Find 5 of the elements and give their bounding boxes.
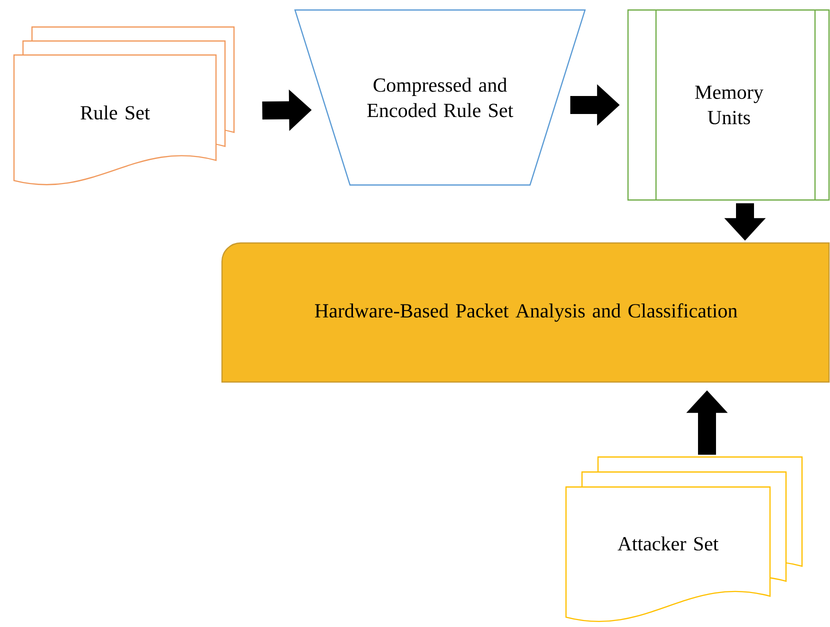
document-stack: Rule Set <box>13 26 235 186</box>
trapezoid-box: Compressed and Encoded Rule Set <box>294 9 586 186</box>
memory-box: Memory Units <box>627 9 830 201</box>
document-stack: Attacker Set <box>565 456 803 622</box>
process-box: Hardware-Based Packet Analysis and Classification <box>221 242 830 383</box>
